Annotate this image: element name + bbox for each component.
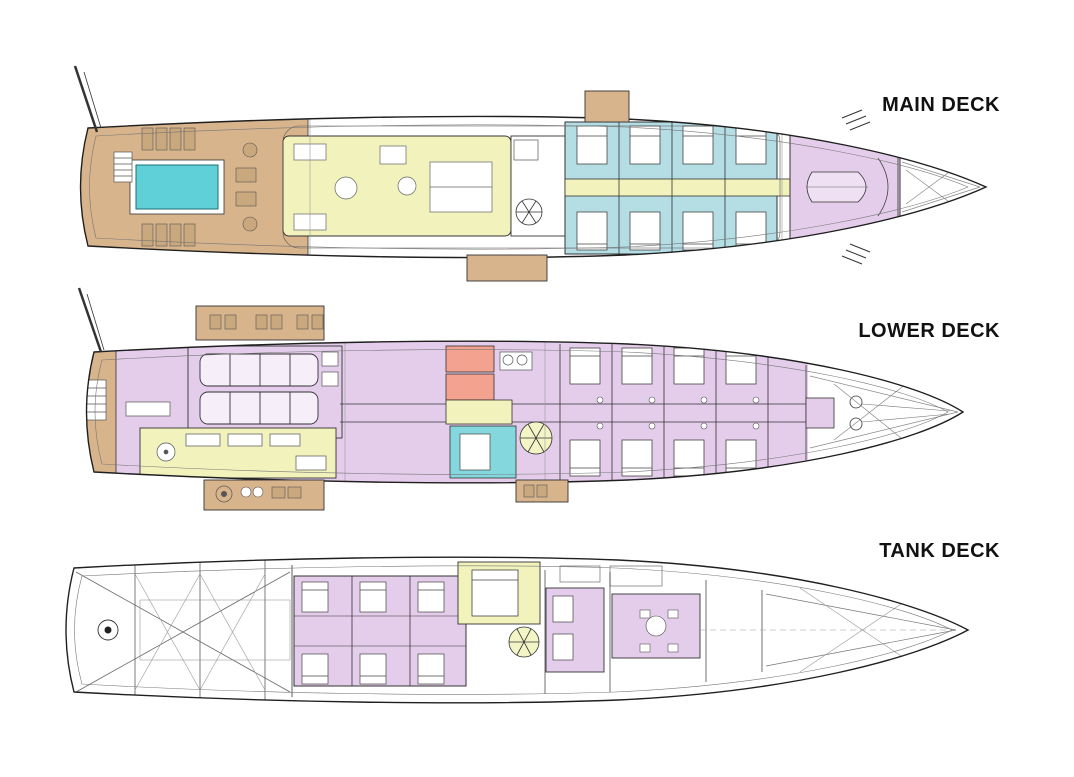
lower-corridor	[340, 403, 806, 423]
tank-deck: TANK DECK	[65, 540, 1000, 704]
crew-partitions	[294, 576, 466, 686]
lower-beds	[569, 347, 757, 477]
lower-inner-sheer	[94, 349, 949, 475]
laundry-room-a	[445, 345, 495, 373]
engines	[199, 353, 319, 425]
sun-loungers	[141, 127, 196, 247]
main-deck-label: MAIN DECK	[882, 94, 1000, 116]
stern-hatch	[97, 619, 119, 641]
tank-spiral-stair	[508, 626, 540, 658]
aft-deck-furniture	[235, 142, 258, 232]
lower-mast	[77, 287, 105, 353]
davits	[841, 109, 871, 265]
galley-equipment	[156, 433, 327, 471]
deckhouse-boundary	[282, 125, 781, 249]
spa-bed	[459, 433, 491, 471]
lower-frame-lines	[344, 341, 546, 483]
lower-hull-outline	[85, 340, 965, 484]
lower-bow-lines	[809, 375, 959, 449]
pool	[135, 164, 219, 210]
bottom-deck-box	[203, 479, 325, 511]
frame-lines	[309, 116, 783, 258]
lower-spiral-stair	[519, 421, 553, 455]
top-deck-box	[195, 305, 325, 341]
crew-mess-furniture	[639, 609, 679, 653]
captain-bed	[471, 569, 519, 617]
mast	[73, 65, 102, 133]
tank-bow-lines	[765, 587, 957, 673]
tank-hull-outline	[65, 556, 970, 704]
bow-structure-lines	[901, 161, 981, 213]
lower-landing	[445, 399, 513, 425]
guest-corridor	[564, 178, 794, 197]
crew-bunks	[301, 581, 445, 685]
aft-stairs	[113, 151, 133, 183]
lower-cabin-partitions	[559, 344, 807, 482]
tank-bulkheads	[544, 570, 763, 694]
ensuite-fixtures	[596, 396, 760, 430]
side-tender-platform	[466, 254, 548, 282]
chain-locker	[805, 397, 835, 429]
small-bottom-box	[515, 479, 569, 503]
laundry-room-b	[445, 373, 495, 401]
generators	[321, 351, 339, 387]
helm-console	[877, 157, 889, 217]
main-inner-sheer	[89, 124, 969, 250]
day-head	[513, 139, 539, 161]
control-console	[125, 401, 171, 417]
lazarette-bracing	[75, 560, 291, 700]
cabin-partitions	[618, 122, 726, 254]
main-spiral-stair	[515, 198, 543, 226]
utility-machines	[499, 351, 533, 371]
tank-inner-sheer	[74, 565, 953, 695]
main-deck: MAIN DECK	[73, 65, 1000, 282]
lower-deck-label: LOWER DECK	[858, 320, 1000, 342]
lower-deck: LOWER DECK	[77, 287, 1000, 511]
tank-deck-label: TANK DECK	[879, 540, 1000, 562]
top-platform	[584, 90, 630, 123]
store-room-fixtures	[552, 595, 574, 661]
stern-stairs	[86, 379, 107, 421]
main-hull-outline	[79, 115, 988, 259]
tank-equipment	[559, 565, 663, 587]
tender-boat	[806, 171, 868, 203]
